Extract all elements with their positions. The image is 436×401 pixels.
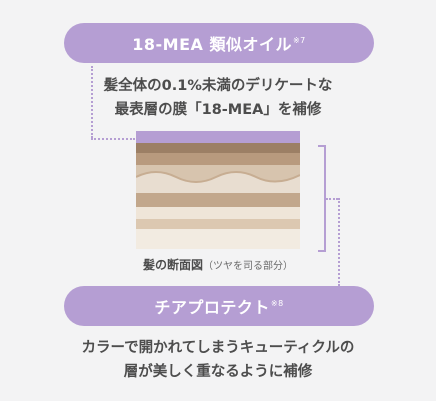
layer-bottom-light bbox=[136, 229, 300, 249]
wave-line bbox=[136, 171, 300, 183]
feature-description-18mea: 髪全体の0.1%未満のデリケートな 最表層の膜「18-MEA」を補修 bbox=[0, 74, 436, 122]
connector-dots bbox=[91, 138, 135, 140]
hair-cross-section-diagram bbox=[136, 131, 300, 249]
pill-label: チアプロテクト bbox=[154, 298, 270, 317]
desc-line: 髪全体の0.1%未満のデリケートな bbox=[103, 78, 333, 94]
layer-light-band bbox=[136, 207, 300, 219]
connector-dots bbox=[326, 198, 338, 200]
layer-mid-brown bbox=[136, 193, 300, 207]
desc-line: 層が美しく重なるように補修 bbox=[123, 364, 313, 380]
feature-pill-cheer-protect: チアプロテクト※8 bbox=[64, 286, 374, 326]
layer-cuticle-dark bbox=[136, 143, 300, 153]
cuticle-bracket bbox=[318, 145, 326, 252]
caption-main: 髪の断面図 bbox=[142, 258, 203, 272]
pill-label: 18-MEA 類似オイル bbox=[132, 35, 292, 54]
layer-cuticle-mid bbox=[136, 153, 300, 165]
feature-description-cheer-protect: カラーで開かれてしまうキューティクルの 層が美しく重なるように補修 bbox=[0, 336, 436, 384]
layer-top-membrane bbox=[136, 131, 300, 143]
footnote-mark: ※7 bbox=[292, 35, 306, 45]
layer-wave-lower bbox=[136, 172, 300, 193]
footnote-mark: ※8 bbox=[270, 298, 284, 308]
connector-dots bbox=[338, 198, 340, 286]
desc-line: カラーで開かれてしまうキューティクルの bbox=[81, 340, 355, 356]
feature-pill-18mea: 18-MEA 類似オイル※7 bbox=[64, 23, 374, 63]
connector-dots bbox=[91, 66, 93, 138]
desc-line: 最表層の膜「18-MEA」を補修 bbox=[114, 102, 322, 118]
layer-tan-band bbox=[136, 219, 300, 229]
caption-sub: （ツヤを司る部分） bbox=[203, 261, 293, 272]
diagram-caption: 髪の断面図（ツヤを司る部分） bbox=[0, 256, 436, 273]
